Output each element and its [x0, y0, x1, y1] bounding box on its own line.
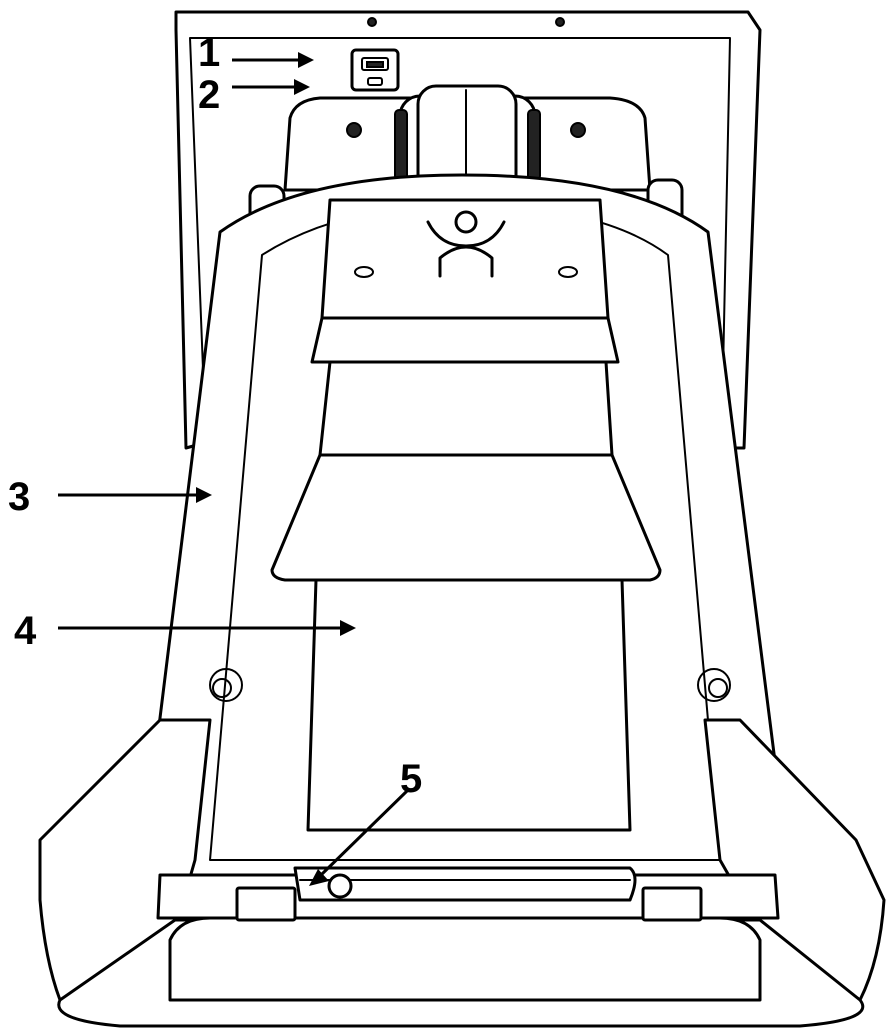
arrow-5	[309, 788, 410, 886]
arrow-3	[58, 487, 212, 503]
callout-number-2: 2	[198, 73, 220, 117]
callout-arrows	[58, 52, 410, 886]
callout-number-1: 1	[198, 31, 220, 75]
arrow-4	[58, 620, 356, 636]
callout-number-4: 4	[14, 609, 37, 653]
upper-cover	[270, 360, 662, 582]
arrow-2	[232, 79, 310, 95]
hinge-assembly	[248, 84, 684, 238]
port-panel	[350, 48, 400, 92]
back-panel	[306, 578, 632, 832]
brand-logo-icon	[426, 210, 506, 278]
camera-head	[310, 198, 620, 364]
callout-number-5: 5	[400, 757, 422, 801]
callout-number-3: 3	[8, 475, 30, 519]
base	[38, 718, 886, 1028]
arrow-1	[232, 52, 314, 68]
